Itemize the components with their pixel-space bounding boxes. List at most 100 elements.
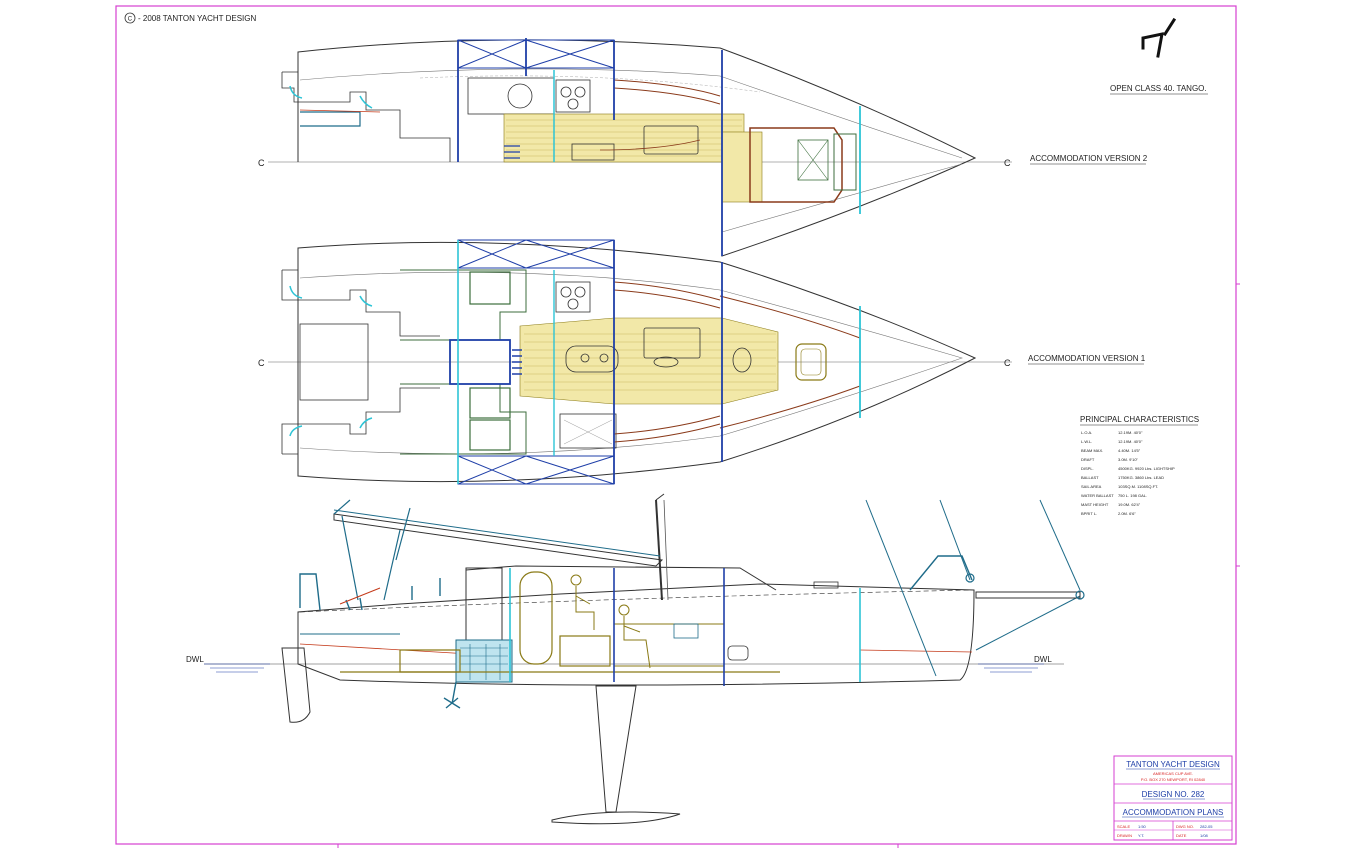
forestay [865, 499, 937, 677]
boom [333, 513, 664, 567]
crossed-structure-bottom-v1 [457, 455, 615, 485]
boom-top-line [333, 509, 661, 557]
stove-burners-icon-v1 [555, 281, 591, 313]
floor-strakes-v1 [524, 333, 776, 391]
tb-dwg-no-value: 282-05 [1200, 824, 1213, 829]
long-berth-lower-v2 [599, 139, 701, 151]
hull-profile [297, 583, 975, 686]
aft-cabin-upper-v1 [400, 269, 527, 341]
floor-strakes-v2 [506, 119, 742, 157]
profile-view: DWL DWL [186, 493, 1085, 825]
quarter-berth [519, 571, 553, 665]
accommodation-version-2-label: ACCOMMODATION VERSION 2 [1030, 154, 1148, 163]
toilet-icon-v1 [732, 347, 752, 373]
mast-inner [663, 499, 669, 601]
pc-row-label: DRAFT [1081, 457, 1095, 462]
title-block-design-no: DESIGN NO. 282 [1142, 790, 1205, 799]
rudder [281, 647, 311, 723]
tb-scale-value: 1:50 [1138, 824, 1147, 829]
table-drop-v1 [653, 356, 679, 368]
copyright-symbol: C [128, 17, 133, 23]
mainsheet-red [339, 587, 381, 605]
forward-hatch-v1 [795, 343, 827, 381]
nav-area-v2 [467, 77, 555, 115]
title-block-drawing-title: ACCOMMODATION PLANS [1123, 808, 1224, 817]
pc-row-label: MAST HEIGHT [1081, 502, 1109, 507]
title-block-firm: TANTON YACHT DESIGN [1126, 760, 1220, 769]
galley-bench [559, 635, 611, 667]
sheerline-v2 [419, 75, 761, 93]
saloon-floor-v1 [519, 317, 779, 405]
pc-row-value: 4500KG. 9920 Lbs. LIGHTSHIP [1118, 466, 1175, 471]
pc-row-label: WATER BALLAST [1081, 493, 1114, 498]
title-block-address-1: AMERICAS CUP AVE. [1153, 771, 1193, 776]
bobstay [975, 595, 1081, 651]
cabin-top [465, 565, 777, 591]
pc-row-value: 19.0M. 62'4" [1118, 502, 1141, 507]
tb-drawn-key: DRAWN [1117, 833, 1132, 838]
pc-row-value: 4.40M. 14'5" [1118, 448, 1141, 453]
bowsprit-tip-icon [1075, 590, 1085, 600]
pc-heading: PRINCIPAL CHARACTERISTICS [1080, 415, 1199, 424]
hull-red-bow [859, 649, 973, 653]
transom-handrail-v1 [289, 285, 373, 437]
pc-row-label: BEAM MAX. [1081, 448, 1103, 453]
tb-date-value: 1/08 [1200, 833, 1209, 838]
transom-handrail-v2 [289, 85, 373, 109]
seated-figure-icon-2 [618, 604, 651, 669]
chart-table-profile [673, 623, 699, 639]
water-symbol-left [204, 663, 270, 673]
companionway-steps-v1 [512, 349, 522, 375]
nav-box-v1 [449, 339, 511, 385]
principal-characteristics: PRINCIPAL CHARACTERISTICS L.O.A. 12.19M.… [1080, 415, 1199, 516]
copyright-notice: C - 2008 TANTON YACHT DESIGN [124, 12, 256, 24]
mast-top-icon [655, 493, 665, 501]
aft-cabin-lower-v1 [400, 383, 527, 455]
companionway-steps-v2 [504, 145, 520, 159]
berth-lines-upper-v1 [613, 281, 861, 339]
seated-figure-icon-1 [570, 574, 595, 630]
bunk-upper-v1 [469, 271, 511, 305]
pc-row-label: L.O.A. [1081, 430, 1092, 435]
mast [655, 499, 663, 601]
winch-stanchions [299, 573, 441, 611]
hull-inner-v1 [299, 271, 963, 455]
engine-box-v1 [559, 413, 617, 449]
dwl-label-left: DWL [186, 655, 204, 664]
keel-bulb [551, 811, 681, 825]
cap-shroud [1039, 499, 1081, 591]
settee-v2 [571, 143, 615, 161]
sheer-dashed [299, 589, 973, 613]
engine-cover-icon-v2 [507, 83, 533, 109]
pc-row-label: L.W.L. [1081, 439, 1092, 444]
pc-rows: L.O.A. 12.19M. 40'0" L.W.L. 12.19M. 40'0… [1081, 430, 1175, 516]
centerline-symbol-right-v2: C [1004, 158, 1011, 168]
bowsprit [975, 591, 1081, 599]
copyright-text: - 2008 TANTON YACHT DESIGN [138, 14, 256, 23]
bunk-lower-b-v1 [469, 419, 511, 451]
pc-row-label: SAIL AREA [1081, 484, 1102, 489]
jibstay [939, 499, 971, 581]
project-title: OPEN CLASS 40. TANGO. [1110, 84, 1207, 93]
plan-version-2: C C [258, 38, 1148, 257]
centerline-symbol-right-v1: C [1004, 358, 1011, 368]
pc-row-label: DISPL. [1081, 466, 1094, 471]
cockpit-well-v1 [299, 323, 369, 401]
sink-icon-v1 [565, 345, 619, 373]
deck-outline-v2 [297, 39, 977, 257]
accommodation-version-1-label: ACCOMMODATION VERSION 1 [1028, 354, 1146, 363]
long-berth-upper-v2 [613, 79, 721, 105]
centerline-symbol-left-v2: C [258, 158, 265, 168]
transom-red-line-v2 [299, 109, 381, 113]
sail-locker-olive [399, 649, 461, 673]
transom-steps-v2 [281, 71, 451, 162]
v-berth-cushion-v2 [833, 133, 857, 191]
transom-pit-v2 [300, 111, 361, 127]
pc-row-value: 2.0M. 6'6" [1118, 511, 1136, 516]
title-block: TANTON YACHT DESIGN AMERICAS CUP AVE. P.… [1113, 755, 1233, 841]
pc-row-label: BALLAST [1081, 475, 1099, 480]
plan-version-1: C C [258, 239, 1146, 485]
tb-scale-key: SCALE [1117, 824, 1130, 829]
transom-steps-lower-v1 [281, 387, 440, 455]
